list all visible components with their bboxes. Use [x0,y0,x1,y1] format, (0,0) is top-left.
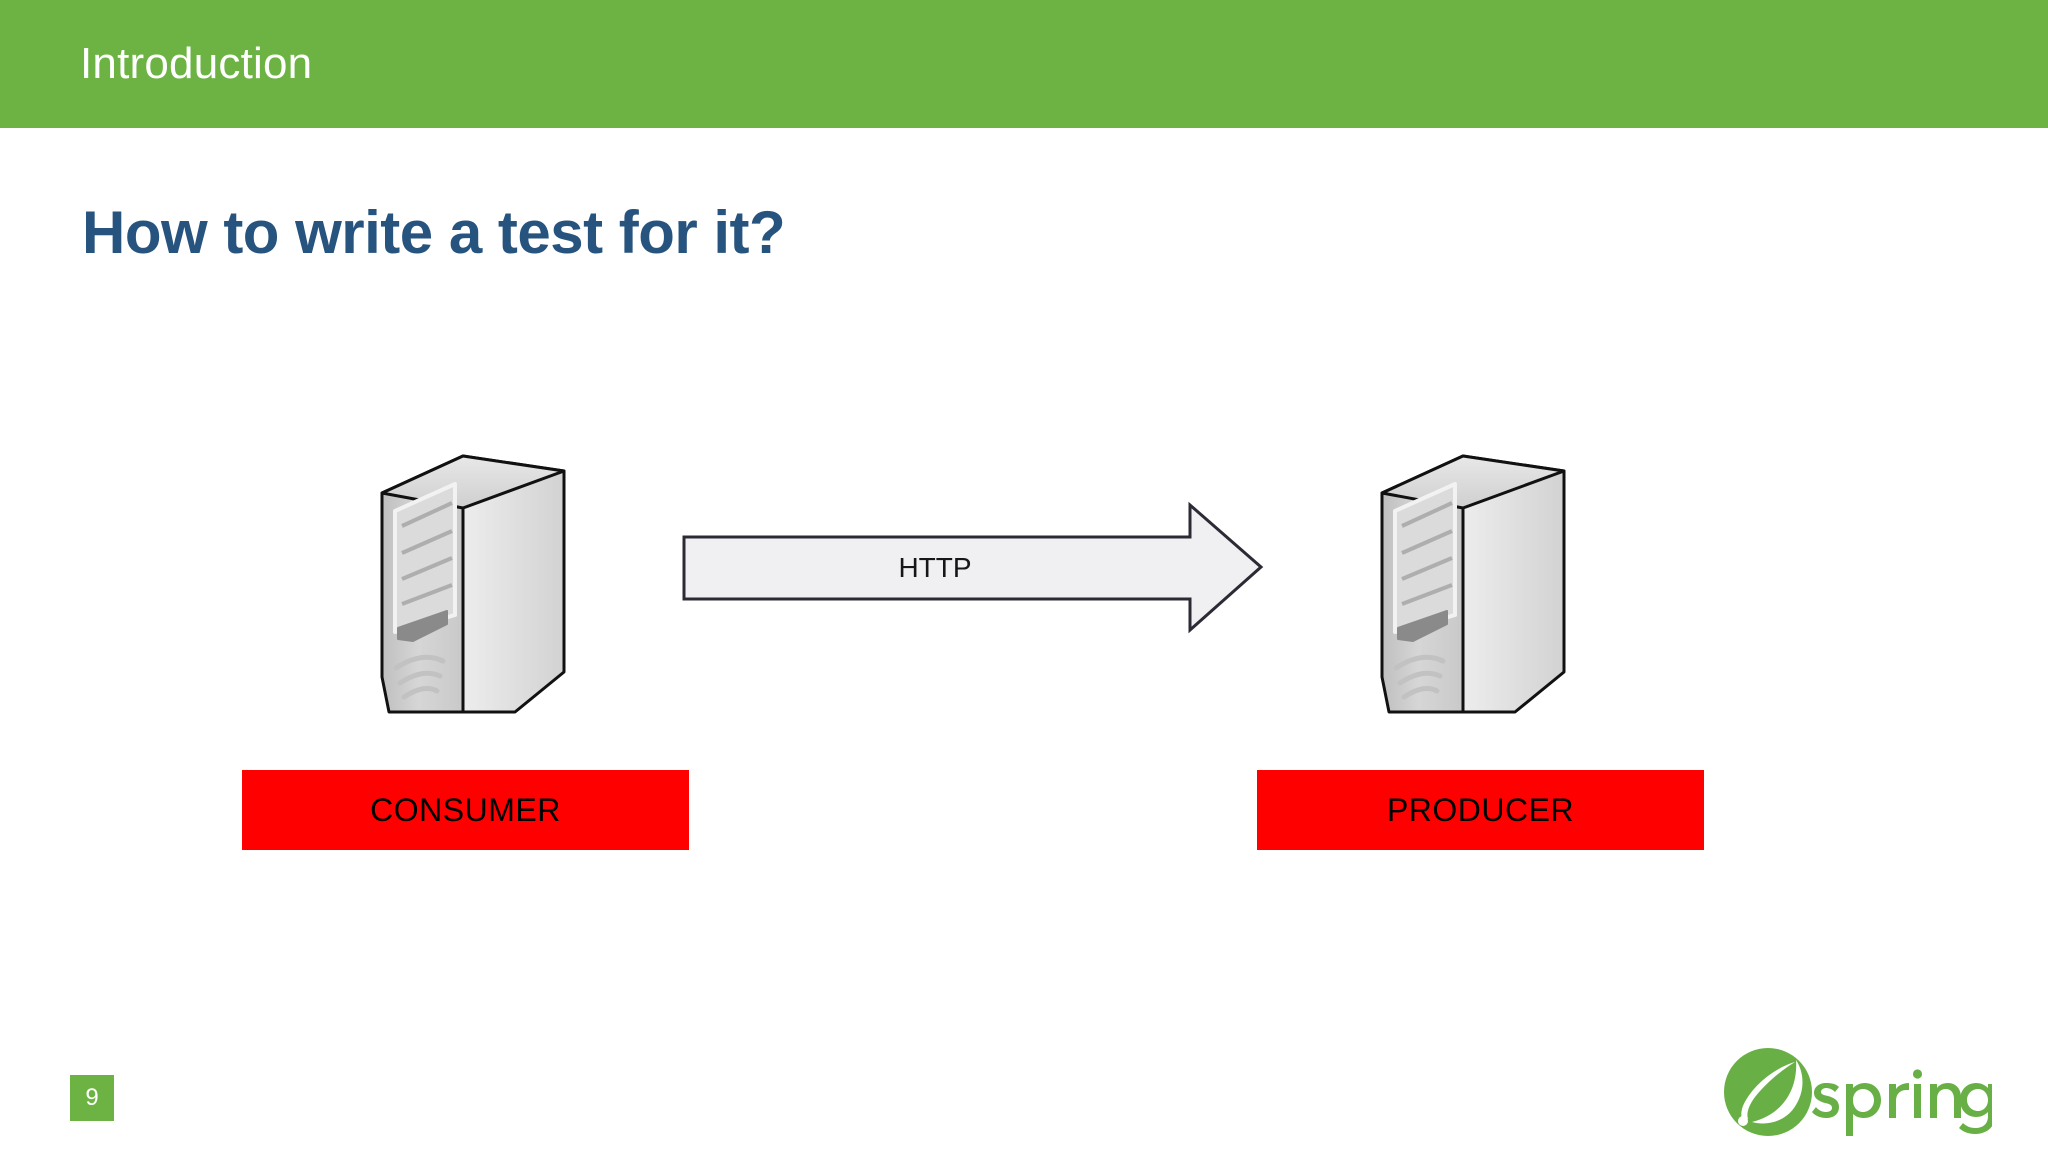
producer-label-box: PRODUCER [1257,770,1704,850]
http-arrow-shape [680,495,1265,640]
page-title: How to write a test for it? [82,199,786,266]
page-number: 9 [85,1084,99,1111]
consumer-label: CONSUMER [370,792,561,828]
header-band: Introduction [0,0,2048,128]
producer-label: PRODUCER [1386,792,1575,828]
http-arrow-label: HTTP [898,552,972,583]
spring-logo [1722,1042,1995,1142]
server-tower-icon-consumer [355,415,595,715]
consumer-label-box: CONSUMER [242,770,689,850]
page-number-badge: 9 [70,1075,114,1121]
section-title: Introduction [80,39,313,88]
server-tower-icon-producer [1355,415,1595,715]
